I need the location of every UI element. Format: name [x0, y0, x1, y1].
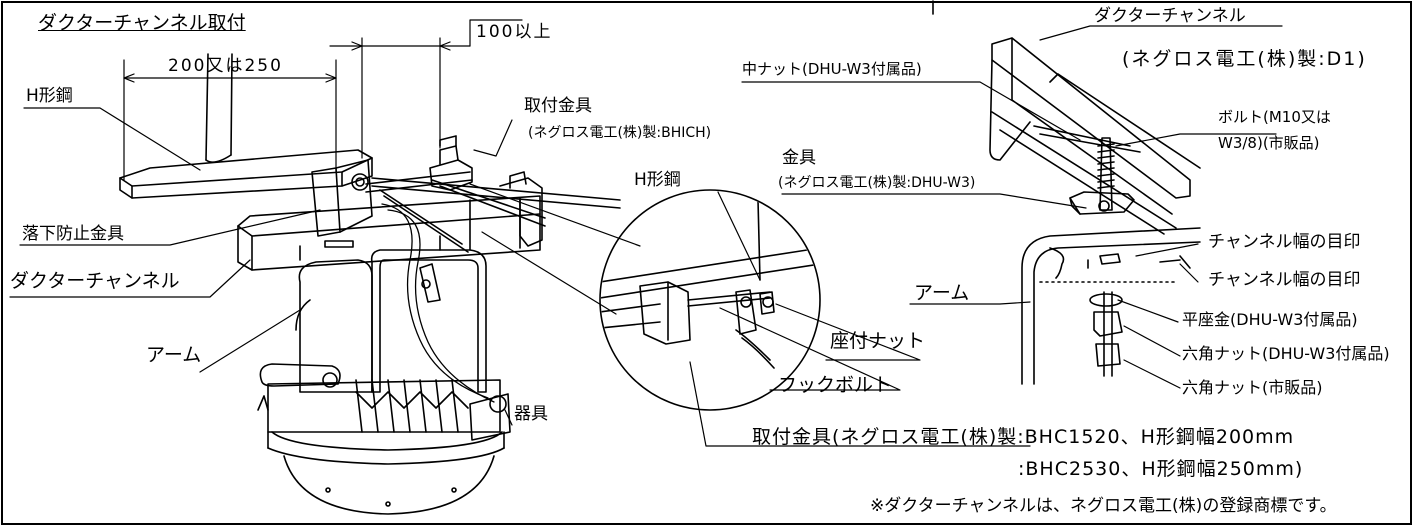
dimension-lines [123, 19, 523, 181]
label-ductor-channel-maker: (ネグロス電工(株)製:D1) [1122, 48, 1367, 70]
label-metal-fitting-maker: (ネグロス電工(株)製:DHU-W3) [778, 175, 976, 191]
h-beam-main [119, 53, 373, 199]
drawing-title: ダクターチャンネル取付 [38, 12, 246, 34]
label-fixture: 器具 [514, 404, 548, 424]
label-metal-fitting: 金具 [782, 148, 816, 168]
label-hook-bolt: フックボルト [778, 374, 893, 396]
label-mount-bracket: 取付金具 [524, 96, 592, 116]
label-flat-washer: 平座金(DHU-W3付属品) [1182, 310, 1358, 329]
fixture-body [257, 259, 511, 515]
label-mount-bracket-bottom-2: :BHC2530、H形鋼幅250mm) [1018, 458, 1304, 480]
label-channel-width-mark-2: チャンネル幅の目印 [1208, 270, 1361, 290]
label-h-beam-left: H形鋼 [26, 86, 73, 106]
bolt-stack [1089, 291, 1123, 377]
label-middle-nut: 中ナット(DHU-W3付属品) [742, 60, 922, 78]
label-fall-prevention: 落下防止金具 [22, 224, 124, 244]
label-bolt-2: W3/8)(市販品) [1218, 134, 1320, 152]
dim-width-span: 200又は250 [168, 56, 283, 76]
label-mount-bracket-maker: (ネグロス電工(株)製:BHICH) [528, 125, 712, 141]
label-hex-nut-2: 六角ナット(市販品) [1182, 378, 1323, 397]
leaders-right-bottom [909, 243, 1199, 389]
leaders-right-top [741, 25, 1283, 209]
detail-circle [599, 189, 1031, 447]
label-ductor-channel-right: ダクターチャンネル [1094, 6, 1246, 26]
label-h-beam-detail: H形鋼 [634, 170, 681, 190]
label-bolt-1: ボルト(M10又は [1218, 108, 1331, 126]
leaders-left [9, 107, 641, 426]
arm-left [370, 249, 487, 393]
label-hex-nut-1: 六角ナット(DHU-W3付属品) [1182, 344, 1390, 363]
label-channel-width-mark-1: チャンネル幅の目印 [1208, 232, 1361, 252]
mount-clamps [311, 135, 621, 253]
label-ductor-channel-left: ダクターチャンネル [10, 270, 180, 292]
label-mount-bracket-bottom-1: 取付金具(ネグロス電工(株)製:BHC1520、H形鋼幅200mm [752, 426, 1295, 448]
dim-min-span: 100以上 [476, 22, 553, 42]
label-arm-left: アーム [146, 344, 202, 366]
arm-right [1021, 227, 1201, 385]
fall-prevention-wire [381, 203, 495, 403]
footnote: ※ダクターチャンネルは、ネグロス電工(株)の登録商標です。 [870, 496, 1337, 516]
label-arm-right: アーム [914, 282, 970, 304]
label-seat-nut: 座付ナット [830, 330, 926, 352]
